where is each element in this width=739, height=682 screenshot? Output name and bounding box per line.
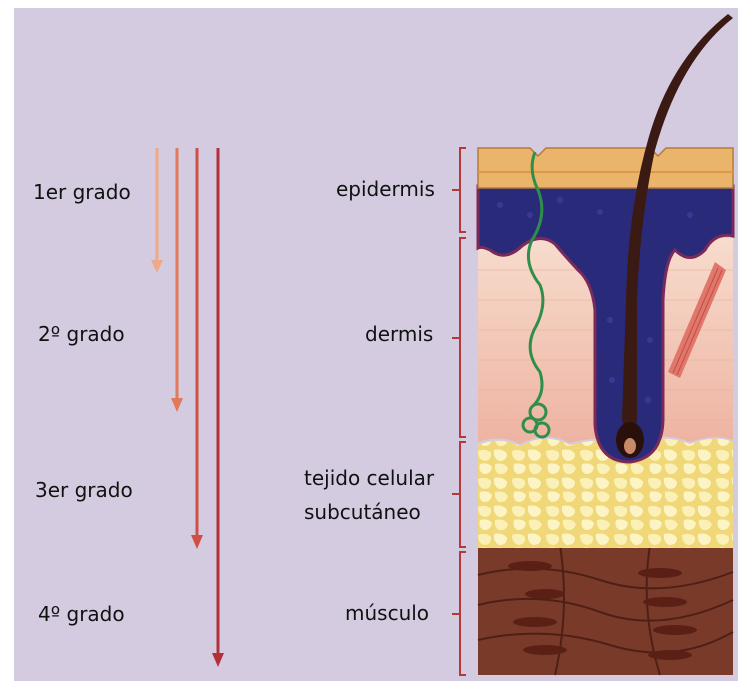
bracket-subcutaneous [452, 442, 466, 547]
bracket-epidermis [452, 148, 466, 232]
bracket-muscle [452, 552, 466, 675]
stratum-corneum [478, 148, 733, 188]
arrow-grade-2 [171, 148, 183, 412]
depth-arrows [151, 148, 224, 667]
arrow-grade-1 [151, 148, 163, 273]
arrow-grade-4 [212, 148, 224, 667]
bracket-dermis [452, 238, 466, 437]
skin-cross-section [478, 14, 733, 675]
arrow-grade-3 [191, 148, 203, 549]
layer-brackets [452, 148, 466, 675]
